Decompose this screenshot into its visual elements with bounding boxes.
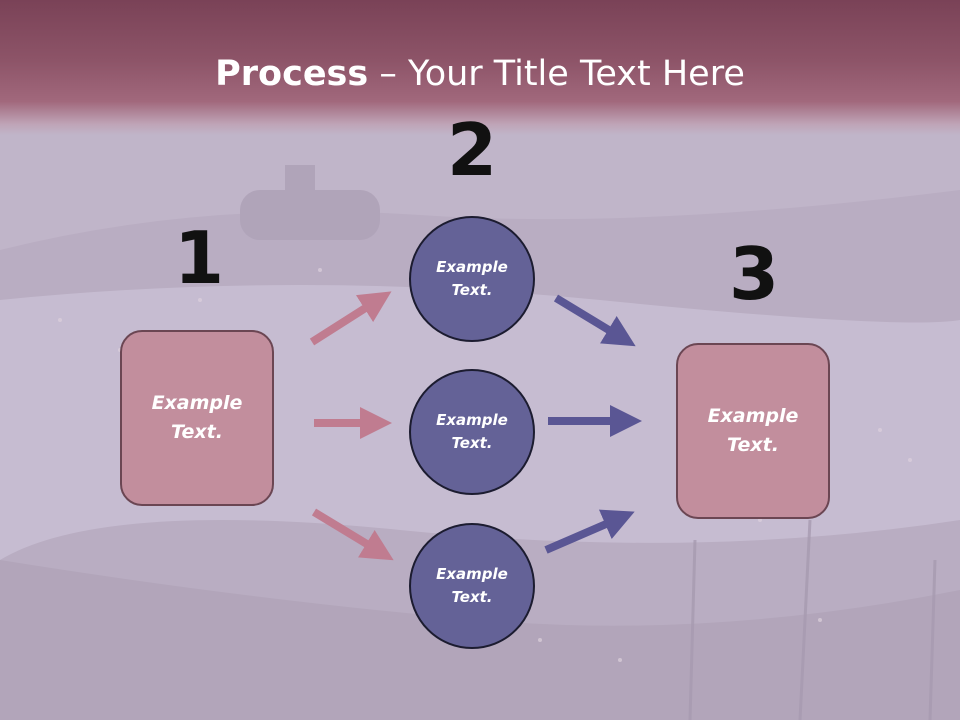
circle-middle-text: Example Text. <box>436 411 508 452</box>
slide-title: Process – Your Title Text Here <box>0 52 960 96</box>
circle-top: Example Text. <box>409 216 535 342</box>
arrow-circle-top-to-3 <box>553 294 636 347</box>
circle-top-text: Example Text. <box>436 258 508 299</box>
title-band <box>0 0 960 135</box>
arrow-circle-bottom-to-3 <box>544 509 635 554</box>
arrow-1-to-circle-top <box>309 291 392 346</box>
step-number-3: 3 <box>728 232 780 316</box>
left-box-text: Example Text. <box>151 392 243 443</box>
step-number-2: 2 <box>446 108 498 192</box>
title-bold: Process <box>215 54 369 94</box>
title-rest: – Your Title Text Here <box>368 54 745 94</box>
circle-bottom-text: Example Text. <box>436 565 508 606</box>
circle-bottom: Example Text. <box>409 523 535 649</box>
arrow-1-to-circle-bottom <box>311 508 394 561</box>
circle-middle: Example Text. <box>409 369 535 495</box>
right-box-text: Example Text. <box>707 405 799 456</box>
step-number-1: 1 <box>173 216 225 300</box>
left-text-box: Example Text. <box>120 330 274 506</box>
right-text-box: Example Text. <box>676 343 830 519</box>
